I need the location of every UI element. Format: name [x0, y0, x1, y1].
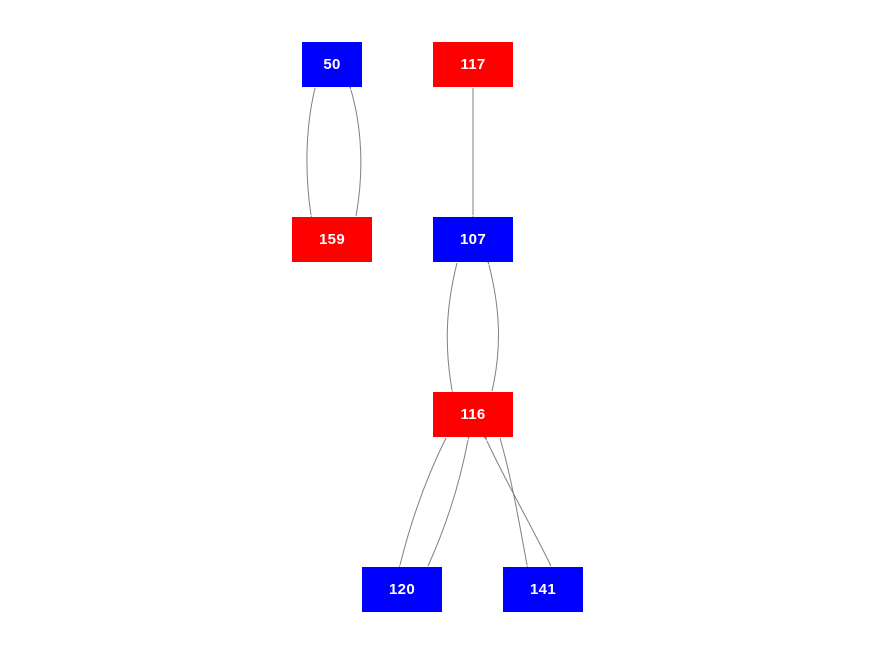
node-label: 120 [389, 581, 415, 598]
node-label: 159 [319, 231, 345, 248]
node-label: 141 [530, 581, 556, 598]
graph-edge [427, 416, 480, 567]
node-label: 107 [460, 231, 486, 248]
graph-edge [471, 417, 552, 567]
edge-line [486, 440, 552, 567]
edge-line [446, 262, 458, 391]
node-label: 50 [323, 56, 341, 73]
graph-node-117[interactable]: 117 [433, 42, 513, 87]
node-label: 116 [460, 406, 486, 423]
edge-line [427, 439, 469, 567]
edge-line [399, 437, 447, 566]
graph-node-120[interactable]: 120 [362, 567, 442, 612]
edge-line [306, 87, 316, 216]
graph-node-159[interactable]: 159 [292, 217, 372, 262]
graph-edge [466, 88, 480, 238]
graph-edge [338, 65, 362, 217]
edge-line [350, 89, 362, 217]
graph-node-50[interactable]: 50 [302, 42, 362, 87]
edge-line [488, 264, 499, 392]
graph-node-107[interactable]: 107 [433, 217, 513, 262]
graph-edge [476, 240, 499, 392]
graph-node-116[interactable]: 116 [433, 392, 513, 437]
graph-node-141[interactable]: 141 [503, 567, 583, 612]
node-label: 117 [460, 56, 486, 73]
edge-line [499, 437, 528, 566]
